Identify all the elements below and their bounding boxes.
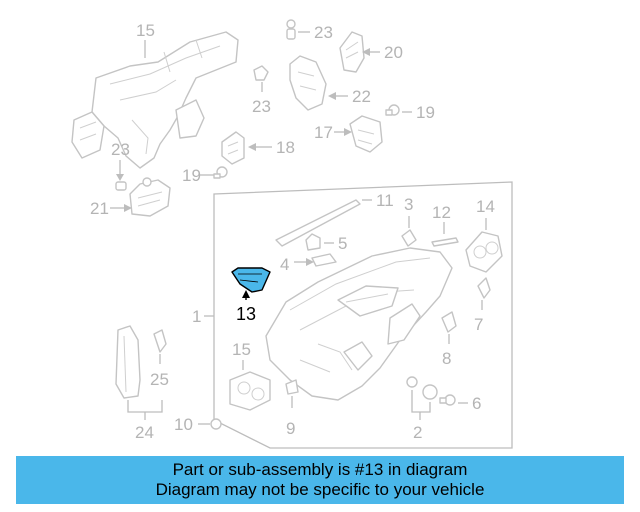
callout-14: 14 <box>476 197 495 216</box>
dashboard-panel <box>265 247 453 401</box>
part-11-defroster-strip <box>275 199 361 247</box>
part-21-bracket <box>129 177 171 217</box>
callout-5: 5 <box>338 234 347 253</box>
callout-1: 1 <box>192 307 201 326</box>
part-16-frame-brace <box>71 31 239 169</box>
callout-23-top: 23 <box>314 23 333 42</box>
callout-19-left: 19 <box>182 166 201 185</box>
part-25-clip <box>153 329 167 353</box>
callout-13: 13 <box>236 304 256 324</box>
part-12-strip <box>431 237 459 247</box>
callout-15: 15 <box>232 340 251 359</box>
part-8-bracket <box>441 311 457 333</box>
part-9-clip <box>285 379 299 395</box>
callout-9: 9 <box>286 419 295 438</box>
part-2-grommets <box>406 376 438 400</box>
callout-23-left: 23 <box>111 140 130 159</box>
callout-18: 18 <box>276 138 295 157</box>
callout-25: 25 <box>150 370 169 389</box>
part-23-clip-top <box>286 19 296 40</box>
info-banner: Part or sub-assembly is #13 in diagram D… <box>16 456 624 504</box>
part-7-clip <box>477 277 491 299</box>
callout-6: 6 <box>472 394 481 413</box>
part-20-cover <box>339 31 365 73</box>
part-10-clip <box>210 418 222 430</box>
callout-24: 24 <box>135 423 154 442</box>
callout-21: 21 <box>90 199 109 218</box>
part-23-clip-mid <box>253 65 269 81</box>
callout-2: 2 <box>413 423 422 442</box>
banner-line-1: Part or sub-assembly is #13 in diagram <box>172 460 468 479</box>
callout-20: 20 <box>384 43 403 62</box>
part-6-bolt <box>439 394 456 406</box>
dash-assembly-frame <box>213 181 513 449</box>
callout-8: 8 <box>442 349 451 368</box>
banner-line-2: Diagram may not be specific to your vehi… <box>155 480 485 499</box>
part-18-bracket <box>221 131 245 165</box>
callout-17: 17 <box>314 123 333 142</box>
callout-16: 15 <box>136 21 155 40</box>
callout-10: 10 <box>174 415 193 434</box>
part-3-clip <box>401 229 417 247</box>
part-17-bracket <box>349 115 383 153</box>
part-22-bracket <box>289 55 327 111</box>
part-15-vent <box>229 371 271 411</box>
callout-19-right: 19 <box>416 103 435 122</box>
parts-diagram: 15 23 21 19 18 23 23 <box>71 19 513 449</box>
callout-22: 22 <box>352 87 371 106</box>
callout-3: 3 <box>404 195 413 214</box>
part-4-trim <box>311 253 337 267</box>
part-19-bolt-right <box>385 104 400 116</box>
part-14-vent <box>465 231 503 273</box>
callout-4: 4 <box>280 255 289 274</box>
callout-7: 7 <box>474 315 483 334</box>
callout-11: 11 <box>376 191 394 210</box>
callout-23-mid: 23 <box>252 97 271 116</box>
part-23-clip-left <box>115 181 127 191</box>
part-13-highlighted <box>231 267 271 300</box>
part-19-bolt-left <box>213 166 228 179</box>
callout-12: 12 <box>432 203 451 222</box>
part-24-side-panel <box>115 325 141 399</box>
part-5-clip <box>305 233 321 251</box>
